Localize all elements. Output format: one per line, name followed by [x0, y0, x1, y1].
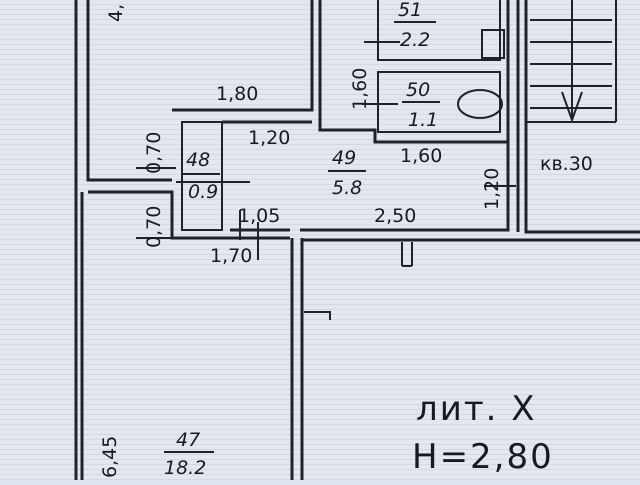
door-mark-lower	[401, 242, 413, 267]
toilet-fixture	[481, 29, 505, 59]
room-number: 49	[332, 147, 356, 169]
wall-bath-inner	[377, 0, 501, 133]
dim-label: 2,50	[374, 205, 416, 227]
stair-arrow	[561, 40, 583, 123]
height-label: Н=2,80	[412, 437, 554, 477]
dim-label: 0,70	[143, 132, 165, 174]
dim-label: 1,60	[400, 145, 442, 167]
dim-label: 1,05	[238, 205, 280, 227]
room-area: 18.2	[164, 457, 206, 479]
room-area: 5.8	[332, 177, 362, 199]
wall-room47-right	[290, 238, 304, 480]
dim-label: 0,70	[143, 206, 165, 248]
closet-48-box	[181, 121, 223, 231]
wall-stair	[516, 0, 640, 234]
sink-fixture	[457, 89, 503, 119]
room-number: 50	[406, 79, 430, 101]
door-mark-side	[304, 311, 331, 320]
wall-hall-right	[300, 142, 510, 232]
room-number: 48	[186, 149, 210, 171]
wall-corridor-left	[88, 190, 290, 240]
room-area: 1.1	[408, 109, 438, 131]
dim-label: 1,20	[481, 168, 503, 210]
dim-label: 6,45	[99, 436, 121, 478]
dim-label: 1,80	[216, 83, 258, 105]
dim-ticks	[136, 41, 516, 260]
room-number: 47	[176, 429, 200, 451]
room-area: 0.9	[188, 181, 218, 203]
wall-closet-48	[172, 0, 314, 112]
stair-rail	[526, 0, 617, 123]
room-area: 2.2	[400, 29, 430, 51]
dim-label: 1,70	[210, 245, 252, 267]
dim-label: 1,20	[248, 127, 290, 149]
wall-bath-block	[318, 0, 510, 144]
dim-label: 1,60	[349, 68, 371, 110]
block-label: лит. Х	[416, 389, 537, 429]
wall-left-inner	[86, 0, 172, 182]
apartment-label: кв.30	[540, 153, 593, 175]
room-number: 51	[398, 0, 422, 21]
dim-label: 4,	[105, 4, 127, 22]
